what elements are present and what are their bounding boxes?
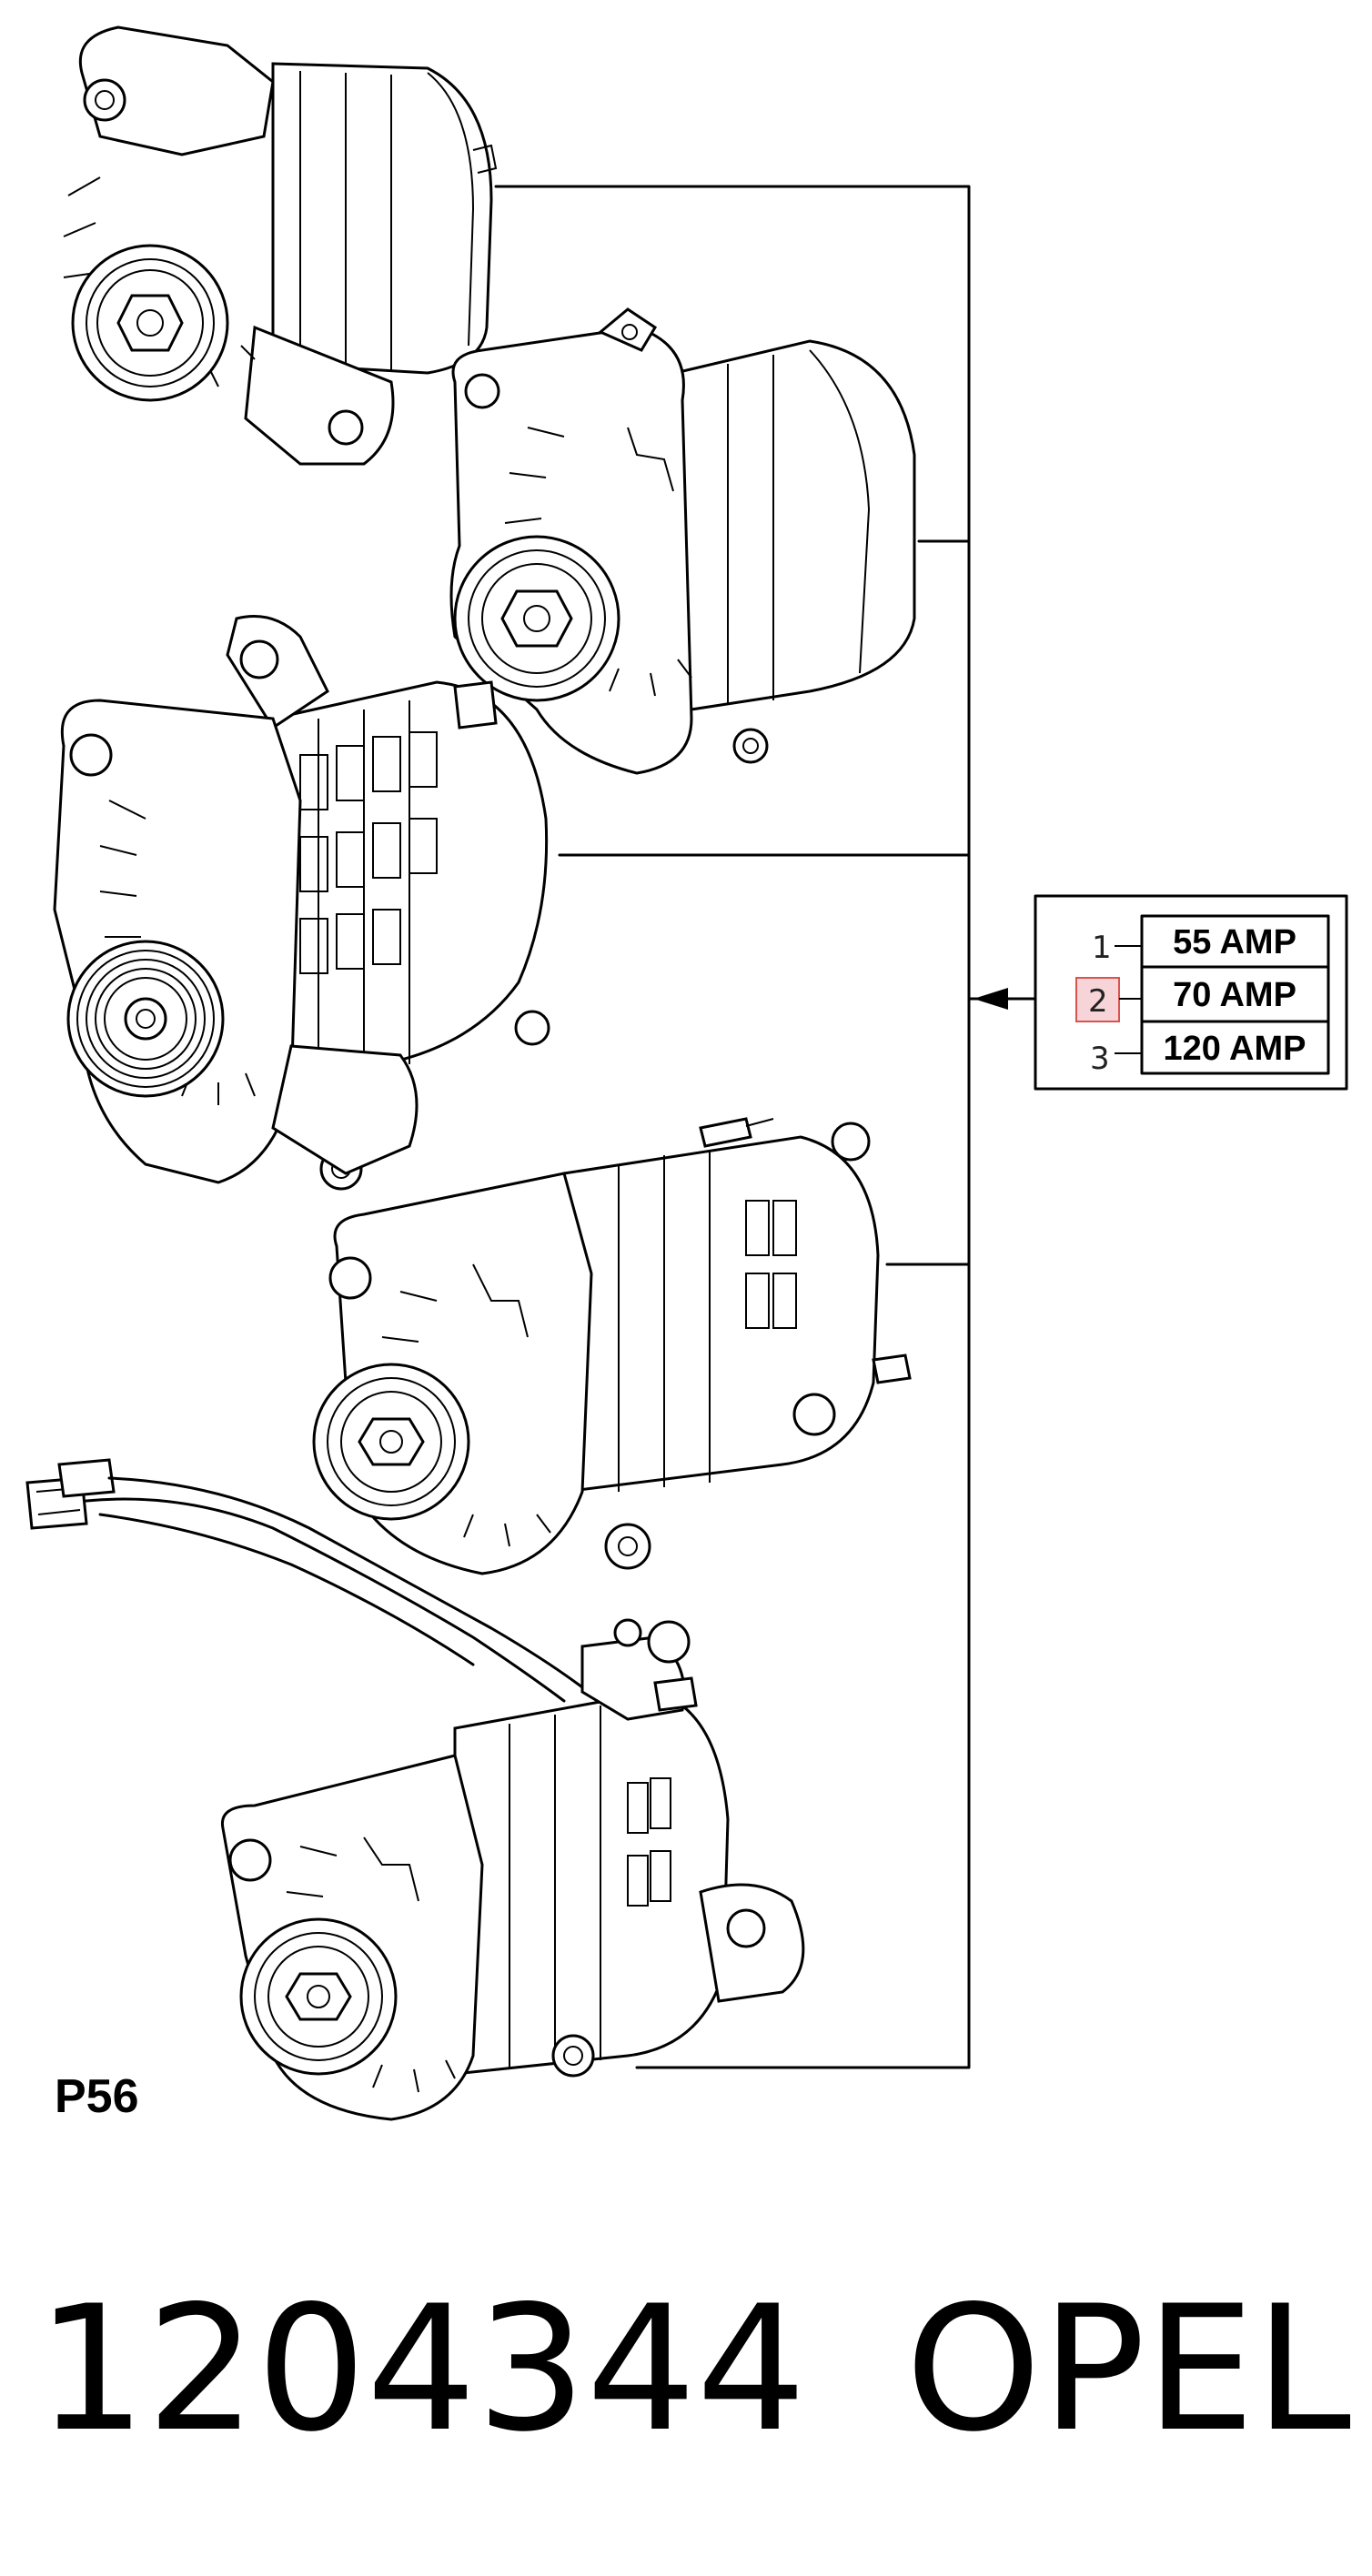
alternator-2[interactable] — [449, 307, 916, 775]
connector-lines — [494, 185, 1037, 2069]
legend-row-1[interactable]: 1 55 AMP — [1092, 914, 1330, 969]
brand-name: OPEL — [905, 2269, 1351, 2470]
callout-number: 2 — [1088, 983, 1108, 1020]
pointer-arrow-icon — [974, 988, 1008, 1010]
part-number: 1204344 — [36, 2269, 806, 2470]
callout-number: 3 — [1090, 1041, 1110, 1077]
alternator-3[interactable] — [53, 615, 550, 1191]
page-code: P56 — [55, 2070, 139, 2123]
selected-callout-highlight — [1075, 977, 1120, 1022]
callout-number: 1 — [1092, 930, 1112, 966]
legend-row-2[interactable]: 2 70 AMP — [1075, 965, 1330, 1023]
legend-row-3[interactable]: 3 120 AMP — [1090, 1020, 1330, 1077]
amp-rating: 70 AMP — [1173, 976, 1296, 1014]
amp-rating: 120 AMP — [1164, 1030, 1306, 1068]
amp-rating: 55 AMP — [1173, 923, 1296, 961]
alternator-5[interactable] — [220, 1618, 805, 2121]
alternator-4[interactable] — [312, 1117, 912, 1575]
amperage-legend: 1 55 AMP 2 70 AMP 3 120 AMP — [1034, 894, 1348, 1091]
alternator-1[interactable] — [63, 25, 498, 466]
legend-frame — [1034, 894, 1348, 1091]
wiring-harness — [25, 1458, 584, 1703]
